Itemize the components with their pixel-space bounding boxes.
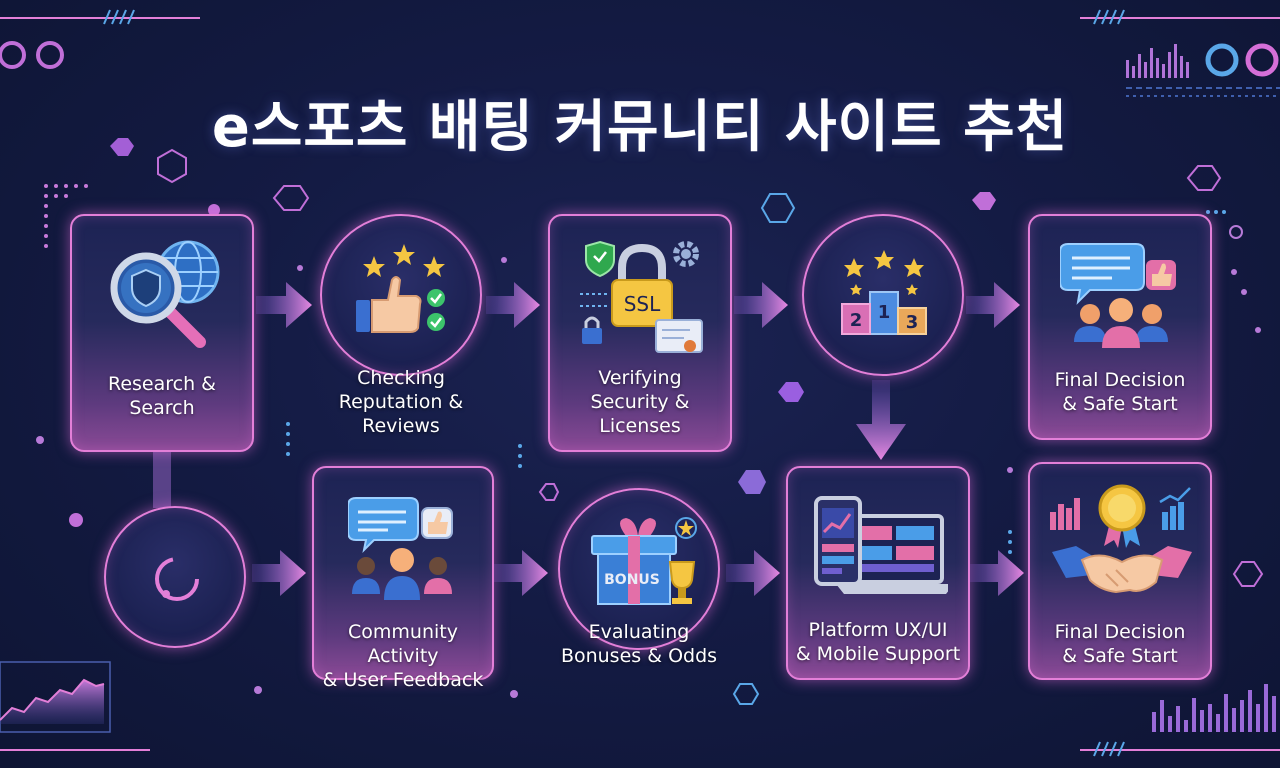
page-title: e스포츠 배팅 커뮤니티 사이트 추천 <box>211 95 1069 160</box>
ssl-text: SSL <box>624 292 661 316</box>
chat-bubble-icon <box>348 497 453 600</box>
handshake-icon <box>1050 484 1192 594</box>
step-label: Research & Search <box>107 373 216 419</box>
loading-spinner-icon <box>155 557 199 601</box>
step-research: Research & Search <box>70 214 254 452</box>
users-icon <box>352 548 452 600</box>
step-community: Community Activity & User Feedback <box>312 466 494 691</box>
step-label: Community Activity & User Feedback <box>322 621 484 691</box>
step-final-decision-bottom: Final Decision & Safe Start <box>1028 462 1212 680</box>
step-label: Checking Reputation & Reviews <box>338 367 464 437</box>
step-label: Final Decision & Safe Start <box>1054 621 1186 667</box>
step-security: SSL Verifying Security & Licenses <box>548 214 732 452</box>
rank-1-text: 1 <box>878 302 891 323</box>
podium-icon: 1 2 3 <box>841 250 927 335</box>
step-label: Evaluating Bonuses & Odds <box>560 621 718 667</box>
laptop-icon <box>814 496 948 594</box>
thumbs-up-icon <box>428 511 448 534</box>
users-icon <box>1074 298 1168 348</box>
padlock-icon: SSL <box>580 240 703 353</box>
step-reputation: Checking Reputation & Reviews <box>320 214 482 437</box>
phone-icon <box>814 496 862 586</box>
magnifier-shield-icon <box>110 240 220 348</box>
arrows-row-2 <box>252 550 1024 596</box>
mini-bar-chart-top-right <box>1126 44 1189 78</box>
chat-bubble-icon <box>1060 243 1176 348</box>
step-bonuses: BONUS Evaluating Bonuses & Odds <box>558 488 720 667</box>
step-label: Platform UX/UI & Mobile Support <box>795 619 961 665</box>
step-label: Final Decision & Safe Start <box>1054 369 1186 415</box>
diagonal-stripes <box>103 9 1125 757</box>
step-ranking: 1 2 3 <box>802 214 964 376</box>
connector-bar <box>153 450 171 508</box>
trophy-icon <box>668 561 696 604</box>
arrow-down <box>856 380 906 460</box>
bar-chart-icon <box>1050 487 1191 530</box>
thumbs-up-icon <box>356 244 445 333</box>
gift-box-icon: BONUS <box>591 517 697 605</box>
step-loading <box>104 506 246 648</box>
bonus-text: BONUS <box>604 572 660 588</box>
arrows-row-1 <box>256 282 1020 328</box>
rank-2-text: 2 <box>850 310 863 331</box>
area-chart-bottom-left <box>0 661 111 733</box>
medal-icon <box>1098 484 1146 548</box>
step-platform: Platform UX/UI & Mobile Support <box>786 466 970 680</box>
mini-bar-chart-bottom-right <box>1152 684 1276 732</box>
step-label: Verifying Security & Licenses <box>590 367 690 437</box>
rank-3-text: 3 <box>906 312 919 333</box>
step-final-decision-top: Final Decision & Safe Start <box>1028 214 1212 440</box>
dot-grid <box>44 184 88 248</box>
